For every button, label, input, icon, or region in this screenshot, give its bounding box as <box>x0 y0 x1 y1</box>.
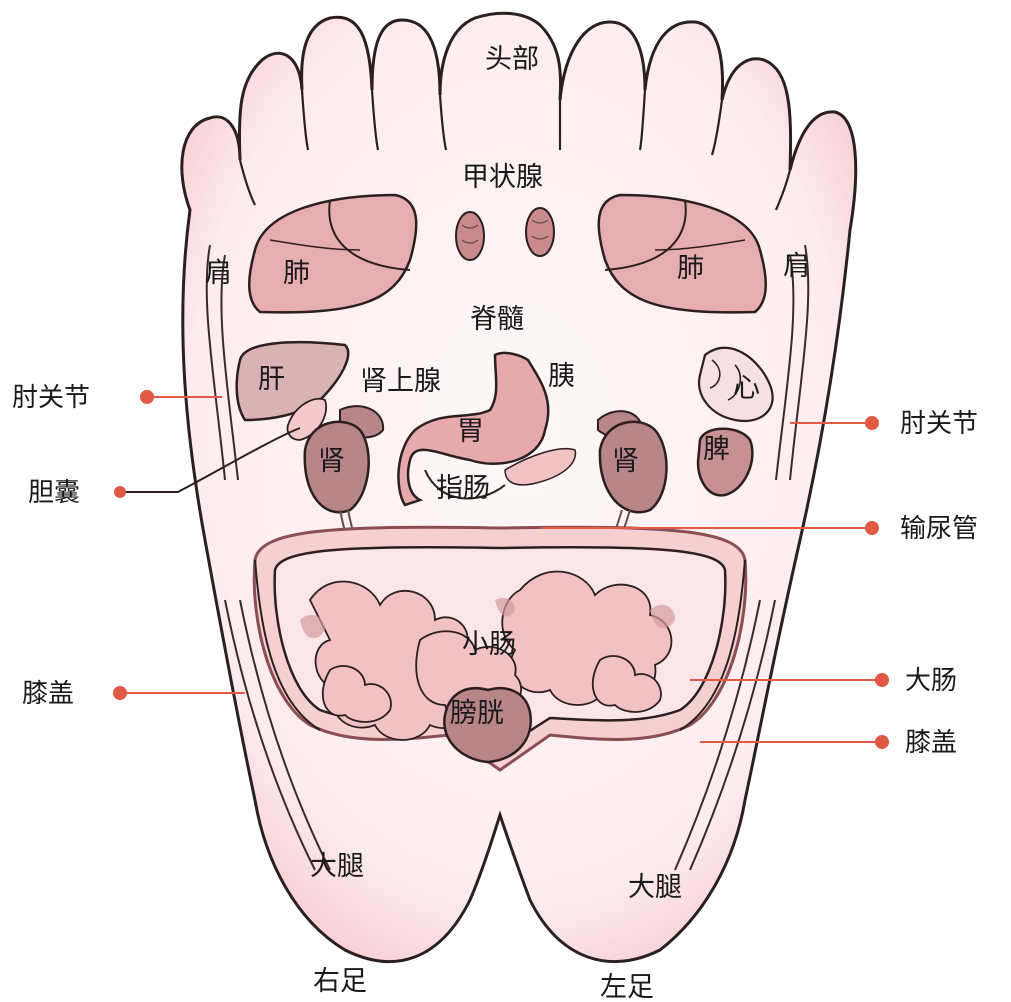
callout-knee-left: 膝盖 <box>905 728 957 758</box>
label-pancreas: 胰 <box>548 361 575 392</box>
label-shoulder-left: 肩 <box>783 251 810 282</box>
label-lung-right: 肺 <box>283 258 310 289</box>
callout-elbow-left: 肘关节 <box>900 409 978 439</box>
label-stomach: 胃 <box>457 416 484 447</box>
label-head: 头部 <box>485 44 539 75</box>
label-heart: 心 <box>733 373 760 404</box>
callout-large-intestine: 大肠 <box>905 666 957 696</box>
label-liver: 肝 <box>258 364 285 395</box>
callout-knee-right: 膝盖 <box>22 679 74 709</box>
label-kidney-right: 肾 <box>318 446 345 477</box>
label-lung-left: 肺 <box>677 253 704 284</box>
callout-gallbladder: 胆囊 <box>28 478 80 508</box>
label-shoulder-right: 肩 <box>205 258 232 289</box>
label-adrenal: 肾上腺 <box>360 366 441 397</box>
label-small-intestine: 小肠 <box>462 629 516 660</box>
label-kidney-left: 肾 <box>612 446 639 477</box>
label-right-foot: 右足 <box>313 966 367 997</box>
label-spleen: 脾 <box>703 434 730 465</box>
label-left-foot: 左足 <box>600 972 654 1002</box>
label-bladder: 膀胱 <box>450 698 504 729</box>
callout-ureter: 输尿管 <box>900 514 978 544</box>
label-thyroid: 甲状腺 <box>462 162 543 193</box>
label-thigh-left: 大腿 <box>628 872 682 903</box>
callout-elbow-right: 肘关节 <box>12 383 90 413</box>
label-thigh-right: 大腿 <box>310 851 364 882</box>
label-duodenum: 指肠 <box>436 473 490 504</box>
foot-outline <box>182 13 856 961</box>
label-spine: 脊髓 <box>470 304 524 335</box>
